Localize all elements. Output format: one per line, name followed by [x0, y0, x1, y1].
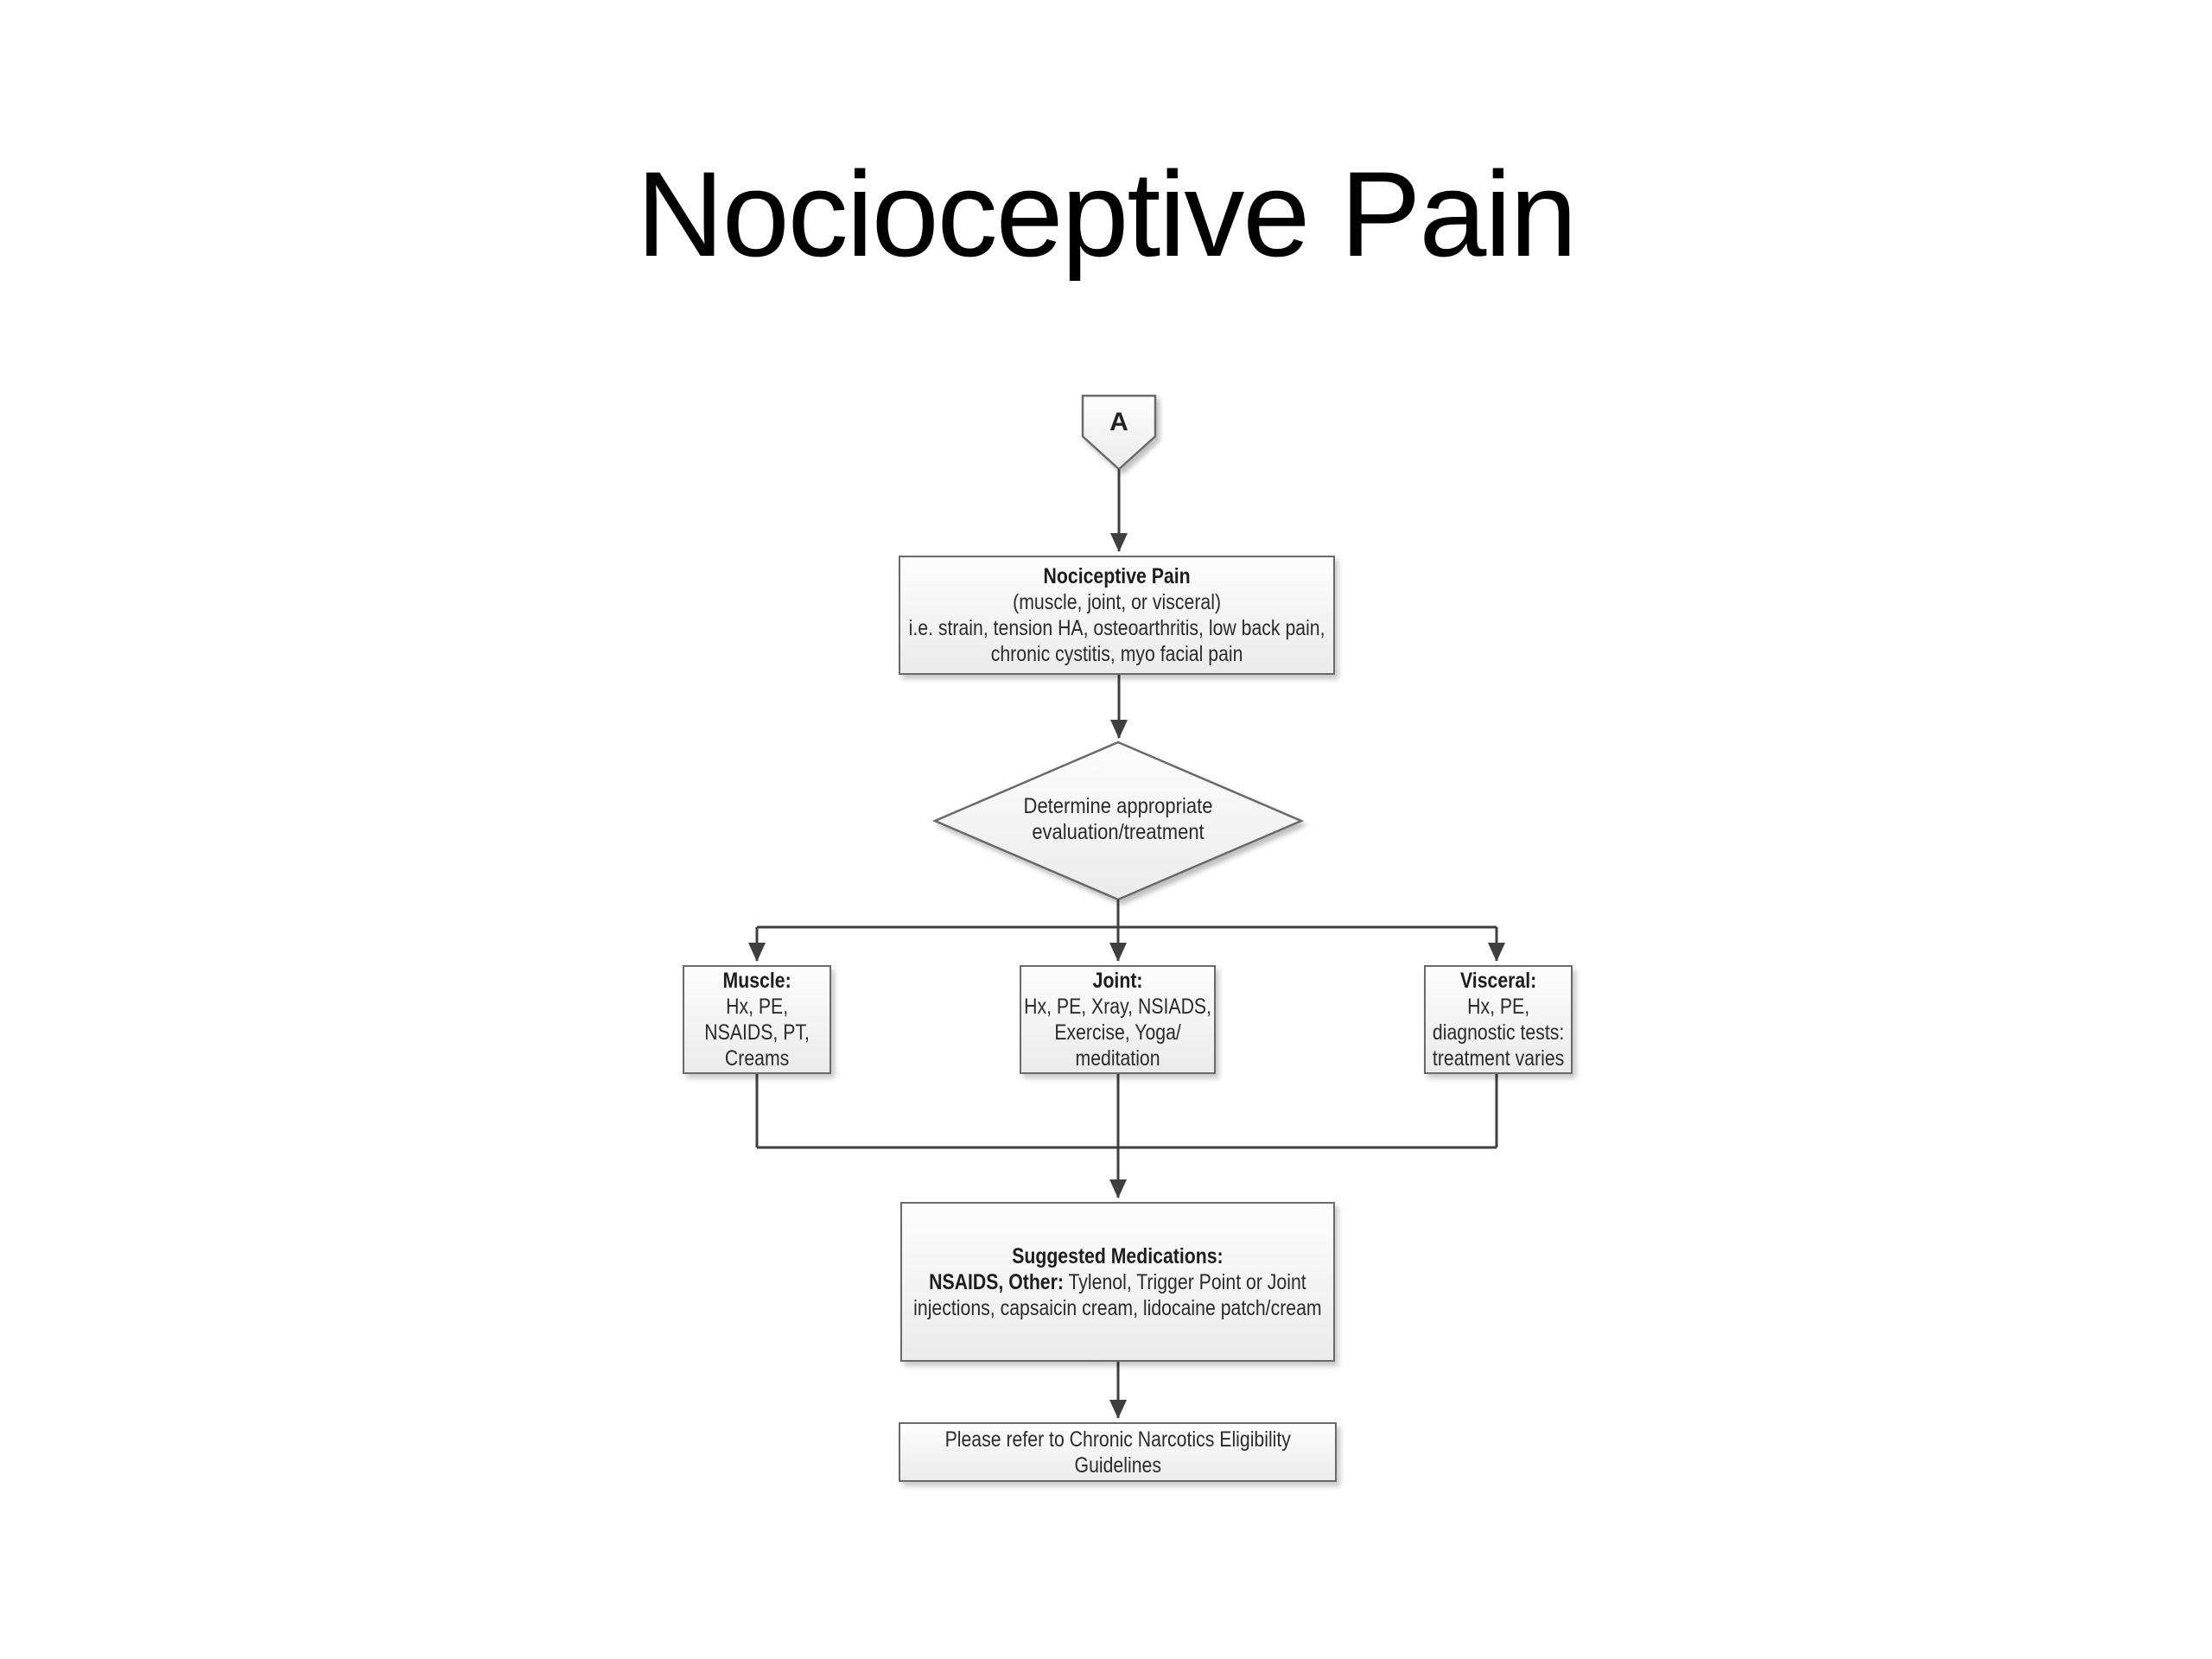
- decision-line: Determine appropriate: [1023, 794, 1213, 818]
- node-line: Please refer to Chronic Narcotics Eligib…: [944, 1427, 1291, 1452]
- node-line: treatment varies: [1432, 1046, 1565, 1071]
- node-title: Visceral:: [1459, 969, 1537, 993]
- node-visceral: Visceral: Hx, PE, diagnostic tests: trea…: [1424, 965, 1573, 1074]
- node-line: Hx, PE,: [1466, 995, 1530, 1019]
- node-line: Hx, PE,: [725, 995, 789, 1019]
- node-line-rest: Tylenol, Trigger Point or Joint: [1064, 1269, 1306, 1294]
- node-line: Guidelines: [1074, 1452, 1161, 1478]
- node-line-bold-lead: NSAIDS, Other:: [929, 1269, 1065, 1294]
- node-referral-guidelines: Please refer to Chronic Narcotics Eligib…: [899, 1422, 1337, 1482]
- offpage-connector-label: A: [1109, 408, 1128, 436]
- node-line: injections, capsaicin cream, lidocaine p…: [913, 1295, 1322, 1320]
- node-suggested-medications: Suggested Medications: NSAIDS, Other: Ty…: [900, 1202, 1335, 1362]
- decision-line: evaluation/treatment: [1032, 820, 1205, 844]
- node-muscle: Muscle: Hx, PE, NSAIDS, PT, Creams: [683, 965, 831, 1074]
- node-line: (muscle, joint, or visceral): [1013, 590, 1221, 614]
- node-line: NSAIDS, PT,: [704, 1020, 810, 1045]
- node-line: diagnostic tests:: [1432, 1020, 1565, 1045]
- node-line: i.e. strain, tension HA, osteoarthritis,…: [908, 616, 1325, 640]
- node-line: NSAIDS, Other: Tylenol, Trigger Point or…: [901, 1269, 1333, 1295]
- node-line: Hx, PE, Xray, NSIADS,: [1024, 995, 1211, 1019]
- node-title: Nociceptive Pain: [1043, 564, 1191, 588]
- decision-node-label: Determine appropriate evaluation/treatme…: [966, 793, 1270, 845]
- page-title: Nocioceptive Pain: [636, 146, 1578, 282]
- node-line: chronic cystitis, myo facial pain: [990, 642, 1243, 666]
- node-title: Suggested Medications:: [1012, 1243, 1224, 1268]
- node-joint: Joint: Hx, PE, Xray, NSIADS, Exercise, Y…: [1020, 965, 1216, 1074]
- node-title: Joint:: [1092, 969, 1143, 993]
- node-title: Muscle:: [722, 969, 791, 993]
- node-line: Creams: [724, 1046, 790, 1071]
- node-line: Exercise, Yoga/: [1054, 1020, 1181, 1045]
- offpage-connector-shape: [1081, 394, 1157, 471]
- node-line: meditation: [1075, 1046, 1160, 1071]
- node-nociceptive-pain: Nociceptive Pain (muscle, joint, or visc…: [899, 556, 1335, 675]
